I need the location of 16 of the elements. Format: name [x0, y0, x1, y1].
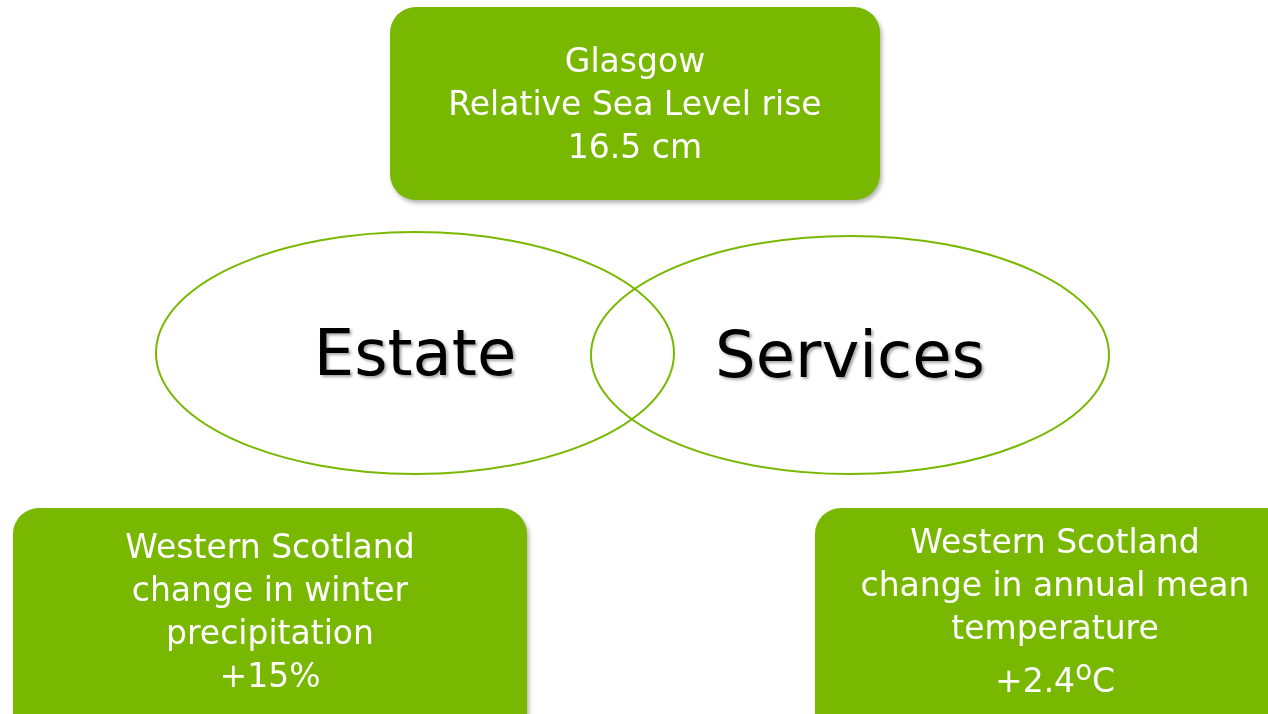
box-text: change in winter precipitation: [130, 569, 410, 654]
info-box: [390, 7, 880, 200]
venn-ellipse: [590, 235, 1110, 475]
box-text: Glasgow: [564, 40, 706, 82]
box-text: Western Scotland: [125, 526, 415, 568]
box-text: +15%: [219, 655, 321, 697]
venn-label: Estate: [312, 316, 518, 390]
info-box: [13, 508, 527, 714]
venn-label: Services: [714, 318, 986, 392]
box-text: Western Scotland: [910, 521, 1200, 563]
venn-ellipse: [155, 231, 675, 475]
box-text: +2.4$^{o}$C: [995, 653, 1115, 702]
info-box: [815, 508, 1268, 714]
box-text: Relative Sea Level rise: [448, 83, 822, 125]
box-text: change in annual mean temperature: [859, 564, 1251, 649]
box-text: 16.5 cm: [567, 126, 703, 168]
